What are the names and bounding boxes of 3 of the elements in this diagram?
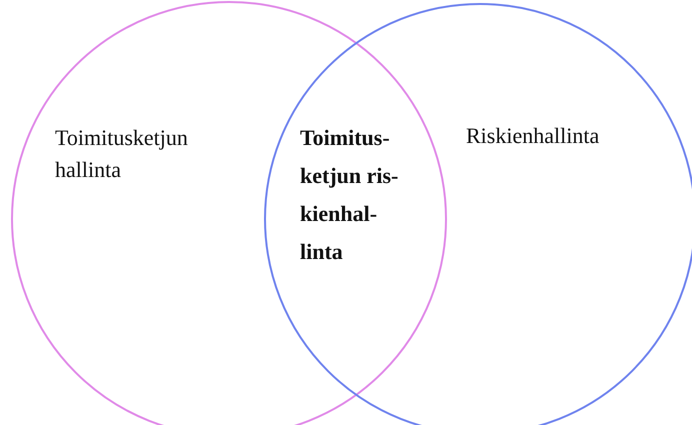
set-label: Toimitusketjun hallinta bbox=[55, 124, 189, 184]
set-label: Riskienhallinta bbox=[466, 122, 600, 150]
intersection-label: Toimitus-ketjun ris-kienhal-linta bbox=[300, 124, 400, 266]
